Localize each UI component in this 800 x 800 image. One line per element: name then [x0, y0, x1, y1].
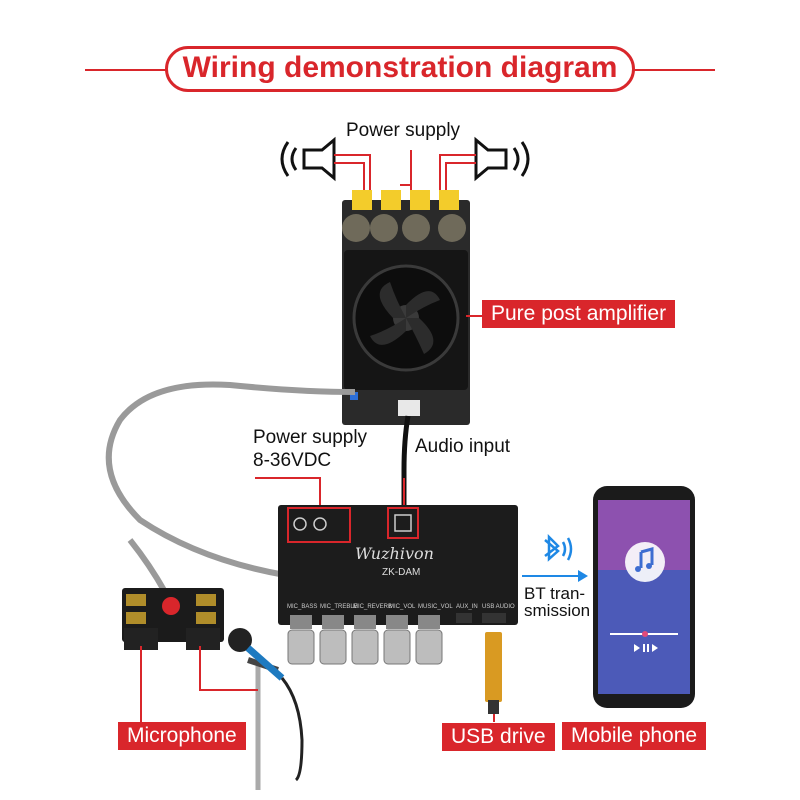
usb-drive — [485, 632, 502, 722]
knob-label-mic-bass: MIC_BASS — [287, 604, 318, 610]
power-supply-top-label: Power supply — [346, 120, 461, 141]
knob-label-music-vol: MUSIC_VOL — [418, 604, 453, 610]
callout-microphone: Microphone — [118, 722, 246, 750]
speaker-left-icon — [280, 136, 336, 182]
title-frame — [165, 46, 635, 92]
speaker-wires — [334, 150, 476, 205]
mobile-phone — [593, 486, 695, 708]
board-brand: Wuzhivon — [355, 544, 434, 563]
microphone — [228, 628, 304, 790]
microphone-wires — [140, 646, 258, 722]
callout-amplifier: Pure post amplifier — [482, 300, 676, 328]
bt-label-line1: BT tran- — [524, 584, 586, 603]
callout-mobile-phone: Mobile phone — [562, 722, 707, 750]
bluetooth-icon — [544, 533, 573, 562]
knob-label-aux-in: AUX_IN — [456, 604, 478, 610]
knob-label-mic-treble: MIC_TREBLE — [320, 604, 358, 610]
page-title: Wiring demonstration diagram — [182, 51, 618, 84]
title-line-right — [633, 69, 715, 71]
speaker-right-icon — [474, 136, 530, 182]
control-board — [278, 505, 518, 665]
callout-usb-drive: USB drive — [442, 723, 555, 751]
microphone-jack-block — [122, 588, 224, 650]
amplifier-board — [342, 190, 470, 425]
knob-label-mic-vol: MIC_VOL — [389, 604, 416, 610]
music-note-icon — [625, 542, 665, 582]
power-supply-voltage-label: 8-36VDC — [253, 450, 332, 471]
bt-label-line2: smission — [524, 601, 591, 620]
knob-label-mic-reverb: MIC_REVERB — [353, 604, 393, 610]
bt-arrow — [522, 570, 588, 582]
power-supply-left-label: Power supply — [253, 427, 368, 448]
audio-input-label: Audio input — [415, 436, 511, 457]
knob-label-usb-audio: USB AUDIO — [482, 604, 515, 610]
fan-icon — [352, 264, 460, 372]
title-line-left — [85, 69, 167, 71]
board-model: ZK-DAM — [382, 567, 421, 578]
